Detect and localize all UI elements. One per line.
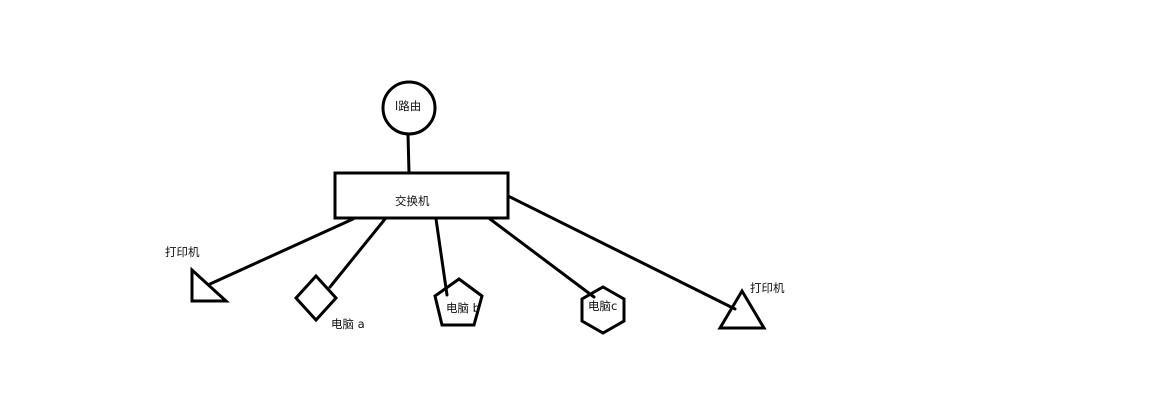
pc-b-node bbox=[433, 277, 484, 327]
pc-c-node bbox=[580, 285, 626, 335]
router-node bbox=[381, 80, 437, 136]
pc-b-label: 电脑 b bbox=[446, 301, 480, 315]
printer1-label: 打印机 bbox=[165, 245, 200, 259]
router-label: l路由 bbox=[395, 99, 422, 113]
printer2-label: 打印机 bbox=[750, 281, 785, 295]
edge-switch-printer2 bbox=[506, 194, 737, 311]
edge-switch-printer1 bbox=[208, 217, 355, 286]
printer1-node bbox=[190, 266, 230, 303]
edge-router-switch bbox=[406, 132, 411, 175]
pc-a-node bbox=[293, 273, 339, 323]
printer2-node bbox=[717, 288, 767, 330]
switch-label: 交换机 bbox=[395, 194, 430, 208]
pc-a-label: 电脑 a bbox=[331, 317, 365, 331]
pc-c-label: 电脑c bbox=[588, 299, 618, 313]
edge-switch-pc-a bbox=[328, 217, 387, 289]
switch-node bbox=[333, 171, 510, 220]
edge-switch-pc-b bbox=[434, 217, 449, 297]
edge-switch-pc-c bbox=[488, 217, 596, 299]
